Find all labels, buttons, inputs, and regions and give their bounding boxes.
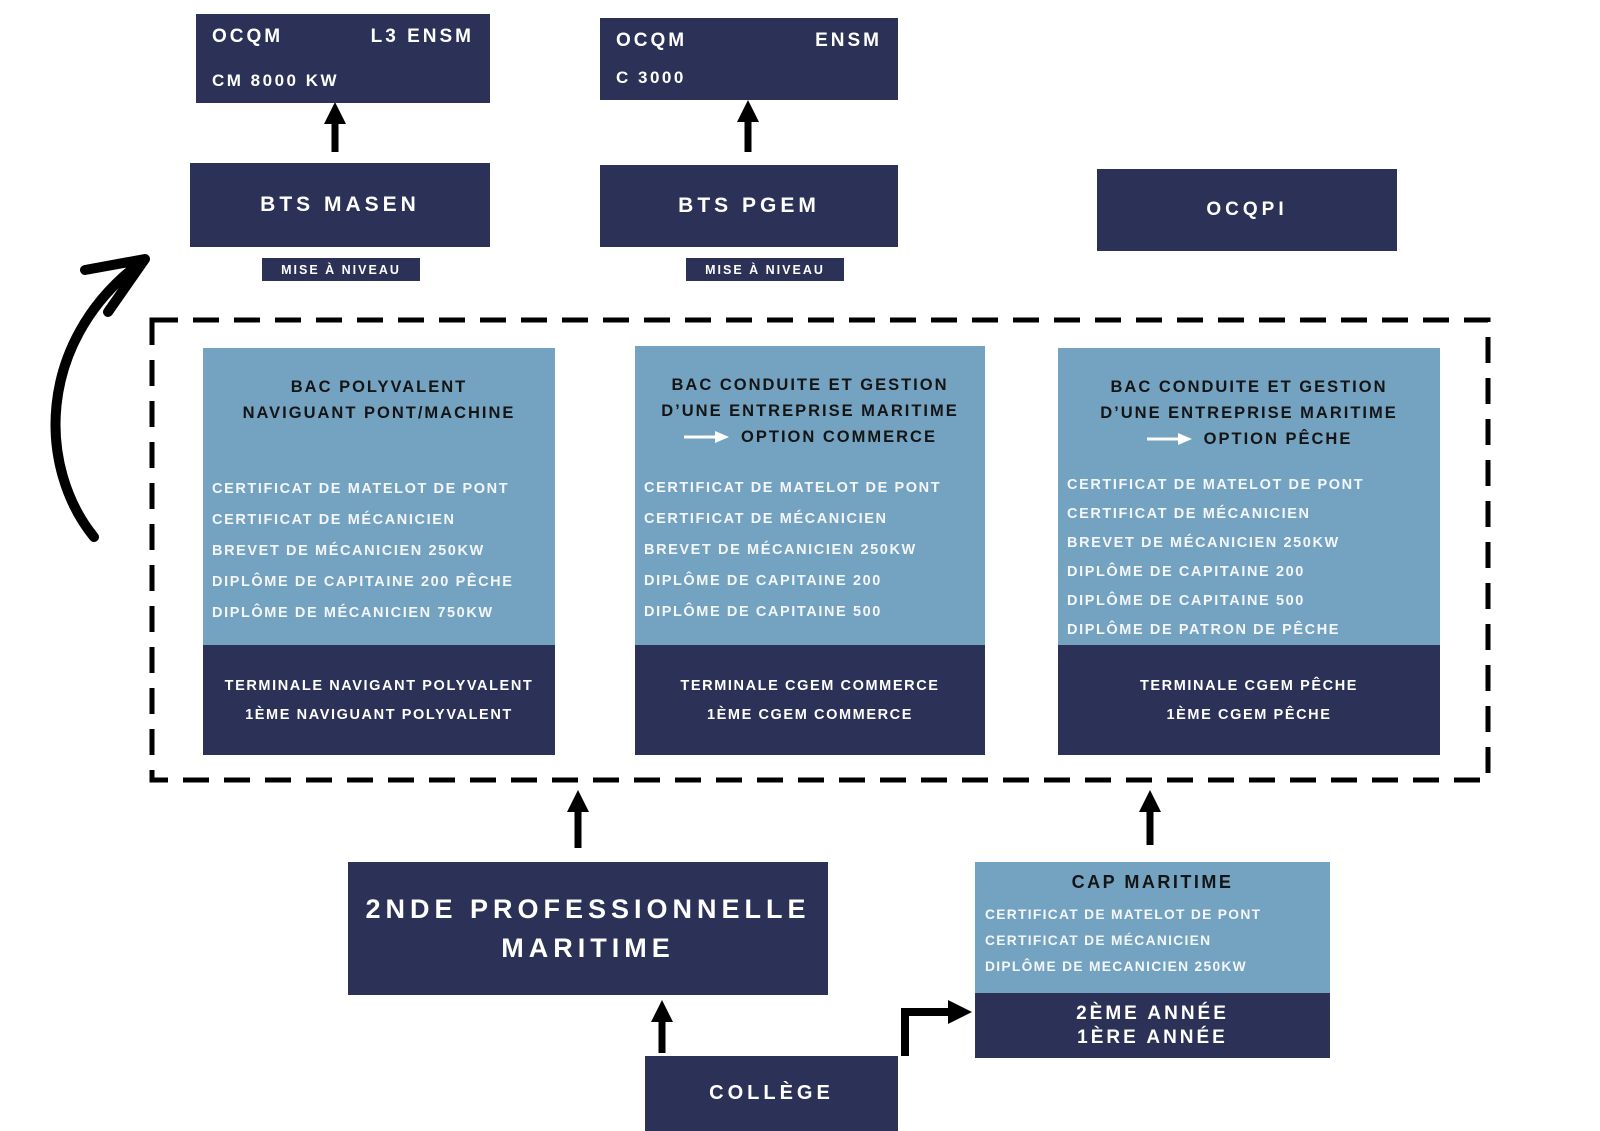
arrow-bts-masen-to-ocqm-icon [324,102,346,152]
bts-pgem-box: BTS PGEM [600,165,898,247]
ocqm-code: OCQM [212,26,284,47]
title-line: D’UNE ENTREPRISE MARITIME [1100,404,1398,422]
seconde-line: 2NDE PROFESSIONNELLE [365,893,811,924]
arrow-seconde-to-bac-group-icon [567,790,589,848]
ocqpi-label: OCQPI [1206,199,1288,220]
seconde-line: MARITIME [501,932,675,963]
bts-masen-label: BTS MASEN [260,193,420,216]
arrow-cap-to-bac-group-icon [1139,790,1161,845]
ocqm-code: OCQM [616,30,688,51]
certificate-item: CERTIFICAT DE MATELOT DE PONT [985,906,1262,922]
bac-column-title: BAC CONDUITE ET GESTION D’UNE ENTREPRISE… [1058,374,1440,452]
certificate-item: DIPLÔME DE MECANICIEN 250KW [985,958,1248,974]
class-levels: TERMINALE NAVIGANT POLYVALENT 1ÈME NAVIG… [203,645,555,755]
bac-column-title: BAC CONDUITE ET GESTION D’UNE ENTREPRISE… [635,372,985,450]
bac-column-title: BAC POLYVALENT NAVIGUANT PONT/MACHINE [203,374,555,426]
badge-label: MISE À NIVEAU [281,262,401,277]
year-line: 2ÈME ANNÉE [1076,1002,1229,1024]
certificate-item: BREVET DE MÉCANICIEN 250KW [1067,534,1340,551]
arrow-college-to-seconde-icon [651,1000,673,1053]
ocqpi-box: OCQPI [1097,169,1397,251]
ocqm-ensm-box: OCQM ENSM C 3000 [600,18,898,100]
bts-masen-box: BTS MASEN [190,163,490,247]
level-terminale: TERMINALE CGEM COMMERCE [680,677,940,694]
seconde-pro-maritime-box: 2NDE PROFESSIONNELLE MARITIME [348,862,828,995]
bac-cgem-commerce-column: BAC CONDUITE ET GESTION D’UNE ENTREPRISE… [635,346,985,755]
ocqm-detail: CM 8000 KW [212,71,340,90]
class-levels: TERMINALE CGEM PÊCHE 1ÈME CGEM PÊCHE [1058,645,1440,755]
level-premiere: 1ÈME NAVIGUANT POLYVALENT [245,706,513,723]
college-box: COLLÈGE [645,1056,898,1131]
option-label: OPTION COMMERCE [741,428,937,446]
certificate-item: DIPLÔME DE CAPITAINE 200 [644,572,882,589]
certificates-list: CERTIFICAT DE MATELOT DE PONT CERTIFICAT… [635,472,985,627]
mise-a-niveau-badge-pgem: MISE À NIVEAU [686,258,844,281]
college-label: COLLÈGE [709,1082,834,1104]
certificate-item: CERTIFICAT DE MÉCANICIEN [644,510,888,527]
level-premiere: 1ÈME CGEM PÊCHE [1166,706,1332,723]
certificate-item: DIPLÔME DE MÉCANICIEN 750KW [212,604,494,621]
certificate-item: CERTIFICAT DE MATELOT DE PONT [1067,476,1365,493]
cap-maritime-box: CAP MARITIME CERTIFICAT DE MATELOT DE PO… [975,862,1330,1058]
certificates-list: CERTIFICAT DE MATELOT DE PONT CERTIFICAT… [975,901,1330,979]
ocqm-school: ENSM [815,30,882,51]
ocqm-school: L3 ENSM [370,26,474,47]
cap-title: CAP MARITIME [1071,872,1234,892]
bts-pgem-label: BTS PGEM [678,194,820,217]
badge-label: MISE À NIVEAU [705,262,825,277]
certificate-item: DIPLÔME DE PATRON DE PÊCHE [1067,621,1341,638]
certificate-item: BREVET DE MÉCANICIEN 250KW [644,541,917,558]
bac-cgem-peche-column: BAC CONDUITE ET GESTION D’UNE ENTREPRISE… [1058,348,1440,755]
right-arrow-icon [1146,433,1192,445]
mise-a-niveau-badge-masen: MISE À NIVEAU [262,258,420,281]
certificates-list: CERTIFICAT DE MATELOT DE PONT CERTIFICAT… [1058,470,1440,644]
level-terminale: TERMINALE CGEM PÊCHE [1139,677,1359,694]
certificate-item: BREVET DE MÉCANICIEN 250KW [212,542,485,559]
certificate-item: CERTIFICAT DE MATELOT DE PONT [644,479,942,496]
certificate-item: DIPLÔME DE CAPITAINE 500 [644,603,882,620]
certificates-list: CERTIFICAT DE MATELOT DE PONT CERTIFICAT… [203,473,555,628]
certificate-item: CERTIFICAT DE MATELOT DE PONT [212,480,510,497]
level-terminale: TERMINALE NAVIGANT POLYVALENT [224,677,534,694]
curved-arrow-to-bts-icon [50,254,150,542]
certificate-item: CERTIFICAT DE MÉCANICIEN [1067,505,1311,522]
class-levels: TERMINALE CGEM COMMERCE 1ÈME CGEM COMMER… [635,645,985,755]
arrow-bts-pgem-to-ocqm-icon [737,100,759,152]
ocqm-detail: C 3000 [616,68,686,87]
certificate-item: DIPLÔME DE CAPITAINE 500 [1067,592,1305,609]
certificate-item: DIPLÔME DE CAPITAINE 200 [1067,563,1305,580]
title-line: BAC CONDUITE ET GESTION [671,376,949,394]
certificate-item: CERTIFICAT DE MÉCANICIEN [212,511,456,528]
title-line: BAC POLYVALENT [290,378,468,396]
ocqm-l3-ensm-box: OCQM L3 ENSM CM 8000 KW [196,14,490,103]
certificate-item: CERTIFICAT DE MÉCANICIEN [985,932,1212,948]
option-label: OPTION PÊCHE [1203,430,1353,448]
bac-polyvalent-column: BAC POLYVALENT NAVIGUANT PONT/MACHINE CE… [203,348,555,755]
title-line: D’UNE ENTREPRISE MARITIME [661,402,959,420]
arrow-college-to-cap-icon [901,1000,972,1056]
level-premiere: 1ÈME CGEM COMMERCE [706,706,914,723]
right-arrow-icon [684,431,730,443]
title-line: BAC CONDUITE ET GESTION [1110,378,1388,396]
cap-years: 2ÈME ANNÉE 1ÈRE ANNÉE [975,993,1330,1058]
title-line: NAVIGUANT PONT/MACHINE [242,404,516,422]
year-line: 1ÈRE ANNÉE [1077,1026,1228,1048]
certificate-item: DIPLÔME DE CAPITAINE 200 PÊCHE [212,573,514,590]
